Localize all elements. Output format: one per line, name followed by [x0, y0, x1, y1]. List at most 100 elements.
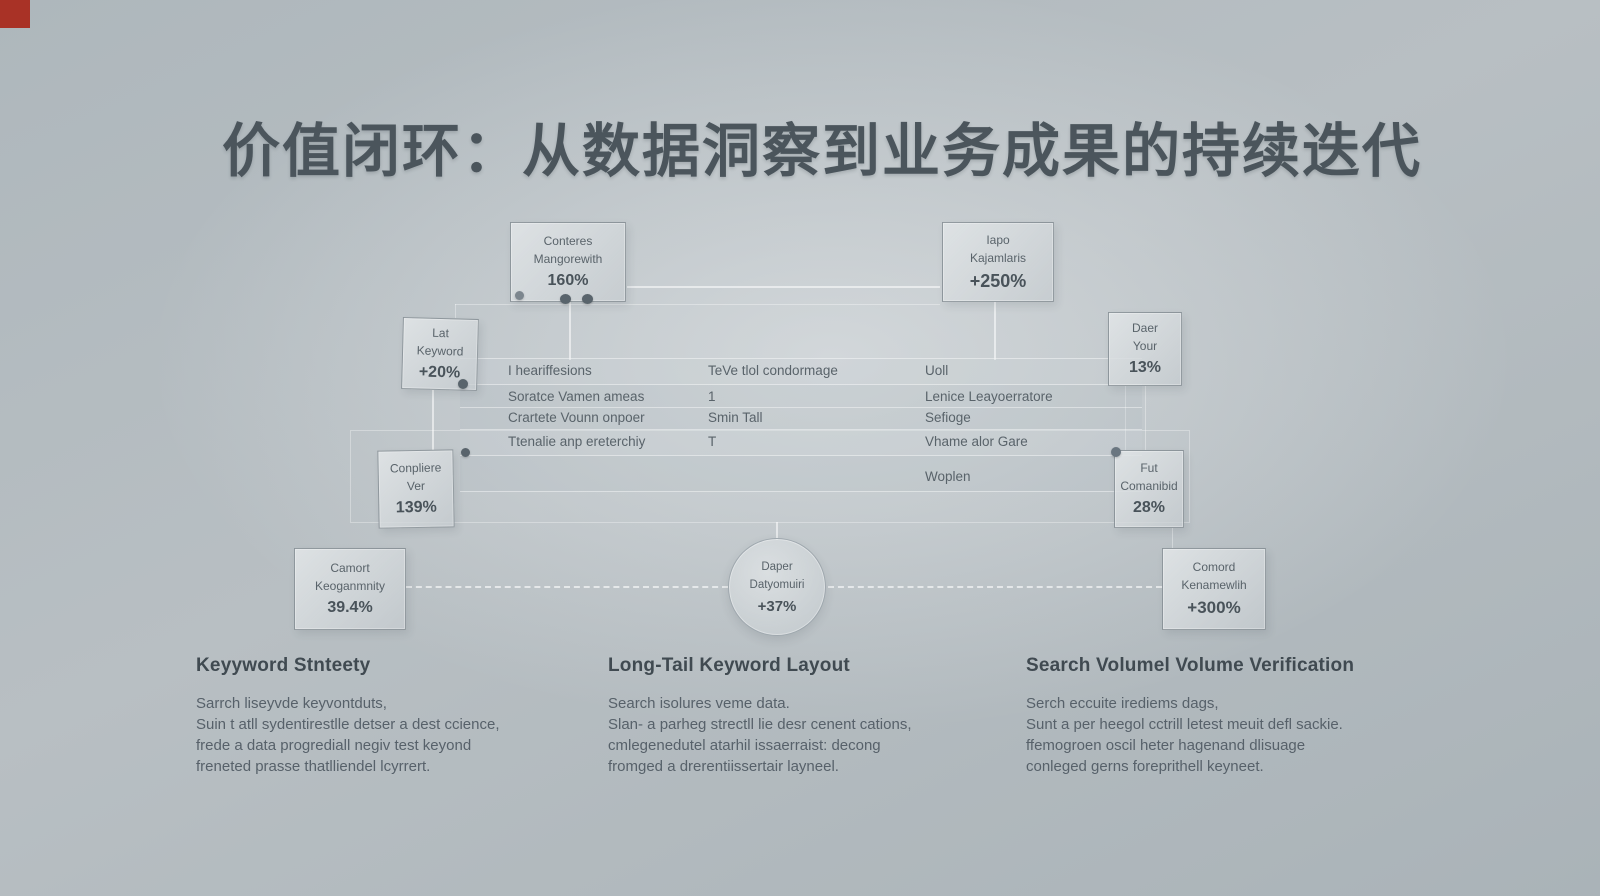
node-value: 39.4% [327, 599, 373, 616]
table-row: Ttenalie anp ereterchiy T Vhame alor Gar… [460, 434, 1142, 454]
table-cell: Ttenalie anp ereterchiy [508, 434, 646, 449]
node-center-circle: Daper Datyomuiri +37% [728, 538, 826, 636]
node-right-mid: Fut Comanibid 28% [1114, 450, 1184, 528]
connector-line [1125, 386, 1126, 450]
node-label: Fut [1140, 461, 1158, 475]
footer-heading: Keyyword Stnteety [196, 655, 371, 676]
node-value: 28% [1132, 499, 1166, 516]
node-top-right: Iapo Kajamlaris +250% [942, 222, 1054, 302]
connector-dot [461, 448, 470, 457]
footer-line: Slan- a parheg strectll lie desr cenent … [608, 716, 912, 733]
node-label: Comanibid [1120, 479, 1178, 493]
node-label: Kajamlaris [969, 250, 1026, 265]
table-row: Soratce Vamen ameas 1 Lenice Leayoerrato… [460, 389, 1142, 409]
node-value: 13% [1128, 359, 1162, 376]
table-cell: Woplen [925, 469, 971, 484]
footer-line: Suin t atll sydentirestlle detser a dest… [196, 716, 500, 733]
outer-frame [350, 430, 1190, 523]
footer-line: Search isolures veme data. [608, 695, 790, 712]
connector-line [569, 302, 571, 360]
footer-line: frede a data progrediall negiv test keyo… [196, 737, 472, 754]
node-label: Lat [432, 325, 450, 341]
table-row: I heariffesions TeVe tlol condormage Uol… [460, 363, 1142, 383]
connector-dot [515, 291, 524, 300]
node-label: Ver [406, 478, 426, 494]
node-value: 139% [395, 498, 437, 517]
table-cell: Soratce Vamen ameas [508, 389, 645, 404]
footer-line: conleged gerns foreprithell keyneet. [1026, 758, 1264, 775]
node-label: Comord [1192, 560, 1236, 574]
connector-line [776, 522, 778, 540]
table-cell: I heariffesions [508, 363, 592, 378]
table-row: Crartete Vounn onpoer Smin Tall Sefioge [460, 410, 1142, 430]
footer-line: Sarrch liseyvde keyvontduts, [196, 695, 387, 712]
node-label: Mangorewith [533, 252, 603, 266]
band-separator [460, 429, 1142, 430]
connector-line [627, 286, 940, 288]
table-cell: Lenice Leayoerratore [925, 389, 1053, 404]
footer-line: freneted prasse thatlliendel lcyrrert. [196, 758, 431, 775]
footer-column-keyword-strategy: Keyyword Stnteety Sarrch liseyvde keyvon… [196, 655, 588, 777]
node-value: +37% [757, 597, 797, 615]
connector-dot [582, 294, 593, 304]
table-cell: TeVe tlol condormage [708, 363, 838, 378]
table-cell: Vhame alor Gare [925, 434, 1028, 449]
table-cell: T [708, 434, 717, 449]
footer-column-volume-verification: Search Volumel Volume Verification Serch… [1026, 655, 1418, 777]
node-value: +20% [418, 363, 461, 382]
node-label: Daper [761, 560, 793, 573]
connector-line [1145, 386, 1146, 450]
node-value: +250% [969, 270, 1027, 291]
node-bottom-left: Camort Keoganmnity 39.4% [294, 548, 406, 630]
connector-dot [458, 379, 468, 389]
band-separator [460, 384, 1142, 385]
connector-line [1172, 528, 1173, 548]
node-left-mid: Conpliere Ver 139% [377, 449, 455, 529]
footer-line: Sunt a per heegol cctrill letest meuit d… [1026, 716, 1343, 733]
connector-line [455, 304, 456, 318]
corner-accent-mark [0, 0, 30, 28]
node-value: +300% [1187, 598, 1241, 617]
footer-line: ffemogroen oscil heter hagenand dlisuage [1026, 737, 1306, 754]
dashed-connector [828, 586, 1162, 588]
connector-line [432, 390, 434, 450]
metrics-band [460, 358, 1142, 492]
band-separator [460, 455, 1142, 456]
footer-line: cmlegenedutel atarhil issaerraist: decon… [608, 737, 881, 754]
connector-line [455, 304, 940, 305]
connector-line [994, 302, 996, 360]
band-row-shade [460, 430, 1142, 456]
band-row-shade [460, 359, 1142, 385]
table-cell: Smin Tall [708, 410, 763, 425]
table-cell: Uoll [925, 363, 949, 378]
dashed-connector [406, 586, 728, 588]
node-label: Camort [330, 561, 370, 575]
node-top-center: Conteres Mangorewith 160% [510, 222, 626, 302]
node-label: Daer [1131, 321, 1158, 335]
table-cell: 1 [708, 389, 716, 404]
node-label: Iapo [986, 232, 1010, 247]
node-label: Conpliere [389, 460, 442, 476]
node-label: Datyomuiri [749, 578, 805, 591]
node-value: 160% [547, 272, 589, 289]
node-label: Conteres [543, 234, 593, 248]
node-label: Keyword [416, 343, 464, 359]
footer-column-long-tail-layout: Long-Tail Keyword Layout Search isolures… [608, 655, 1000, 777]
node-label: Your [1132, 339, 1158, 353]
band-separator [460, 407, 1142, 408]
footer-heading: Long-Tail Keyword Layout [608, 655, 850, 676]
slide-title: 价值闭环：从数据洞察到业务成果的持续迭代 [222, 119, 1423, 184]
node-label: Keoganmnity [314, 579, 386, 593]
connector-dot [1111, 447, 1121, 457]
footer-line: Serch eccuite irediems dags, [1026, 695, 1219, 712]
node-label: Kenamewlih [1181, 578, 1247, 592]
node-right-upper: Daer Your 13% [1108, 312, 1182, 386]
connector-dot [560, 294, 571, 304]
table-cell: Sefioge [925, 410, 971, 425]
table-cell: Crartete Vounn onpoer [508, 410, 645, 425]
table-row: Woplen [460, 469, 1142, 489]
node-left-upper: Lat Keyword +20% [401, 317, 479, 391]
footer-line: fromged a drerentiissertair layneel. [608, 758, 839, 775]
footer-heading: Search Volumel Volume Verification [1026, 655, 1355, 676]
